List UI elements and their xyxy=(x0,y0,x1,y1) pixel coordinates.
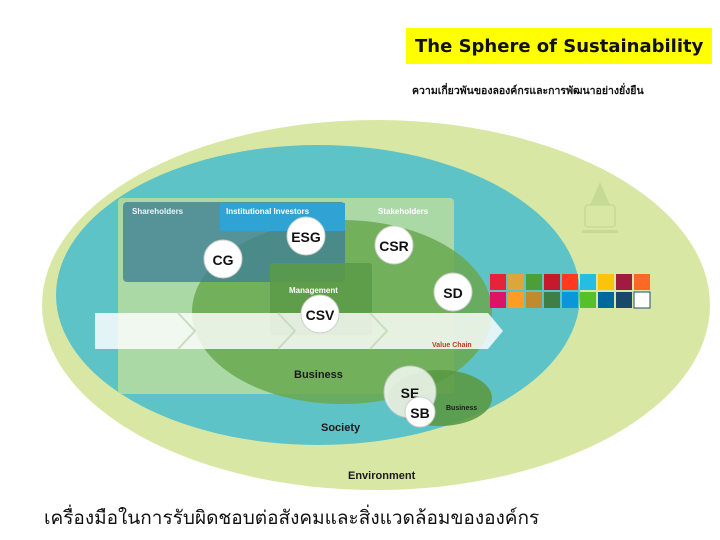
label-stakeholders: Stakeholders xyxy=(378,207,429,216)
sdg-6-icon xyxy=(580,274,596,290)
sdg-5-icon xyxy=(562,274,578,290)
sdg-7-icon xyxy=(598,274,614,290)
label-society: Society xyxy=(321,422,361,434)
bubble-esg-label: ESG xyxy=(291,229,321,245)
bubble-csr-label: CSR xyxy=(379,238,409,254)
bubble-csv: CSV xyxy=(300,294,340,334)
sdg-11-icon xyxy=(508,292,524,308)
label-management: Management xyxy=(289,286,338,295)
sdg-17-icon xyxy=(616,292,632,308)
watermark-emblem-icon xyxy=(582,182,618,233)
sdg-icon-grid xyxy=(490,274,651,309)
sdg-4-icon xyxy=(544,274,560,290)
sdg-15-icon xyxy=(580,292,596,308)
sdg-10-icon xyxy=(490,292,506,308)
thai-caption: เครื่องมือในการรับผิดชอบต่อสังคมและสิ่งแ… xyxy=(44,507,540,529)
sdg-9-icon xyxy=(634,274,650,290)
sdg-16-icon xyxy=(598,292,614,308)
bubble-csv-label: CSV xyxy=(306,307,335,323)
bubble-sb: SB xyxy=(404,396,436,428)
label-institutional-investors: Institutional Investors xyxy=(226,207,310,216)
diagram-title-text: The Sphere of Sustainability xyxy=(415,35,704,57)
institutional-investors-bar xyxy=(220,203,345,231)
label-business-small: Business xyxy=(446,405,477,412)
bubble-sd: SD xyxy=(433,272,473,312)
label-shareholders: Shareholders xyxy=(132,207,184,216)
bubble-se-label: SE xyxy=(401,385,420,401)
sdg-12-icon xyxy=(526,292,542,308)
sdg-8-icon xyxy=(616,274,632,290)
bubble-sb-label: SB xyxy=(410,405,429,421)
bubble-cg: CG xyxy=(203,239,243,279)
sdg-1-icon xyxy=(490,274,506,290)
bubble-esg: ESG xyxy=(286,216,326,256)
label-business: Business xyxy=(294,369,343,381)
value-chain-arrow xyxy=(95,312,503,350)
label-value-chain: Value Chain xyxy=(432,342,472,349)
sdg-3-icon xyxy=(526,274,542,290)
sdg-2-icon xyxy=(508,274,524,290)
sdg-13-icon xyxy=(544,292,560,308)
label-environment: Environment xyxy=(348,470,416,482)
bubble-sd-label: SD xyxy=(443,285,462,301)
diagram-title: The Sphere of Sustainability xyxy=(406,28,712,64)
sdg-14-icon xyxy=(562,292,578,308)
sdg-logo-icon xyxy=(633,291,651,309)
thai-subtitle: ความเกี่ยวพันของลองค์กรและการพัฒนาอย่างย… xyxy=(412,85,644,97)
bubble-csr: CSR xyxy=(374,225,414,265)
bubble-cg-label: CG xyxy=(213,252,234,268)
